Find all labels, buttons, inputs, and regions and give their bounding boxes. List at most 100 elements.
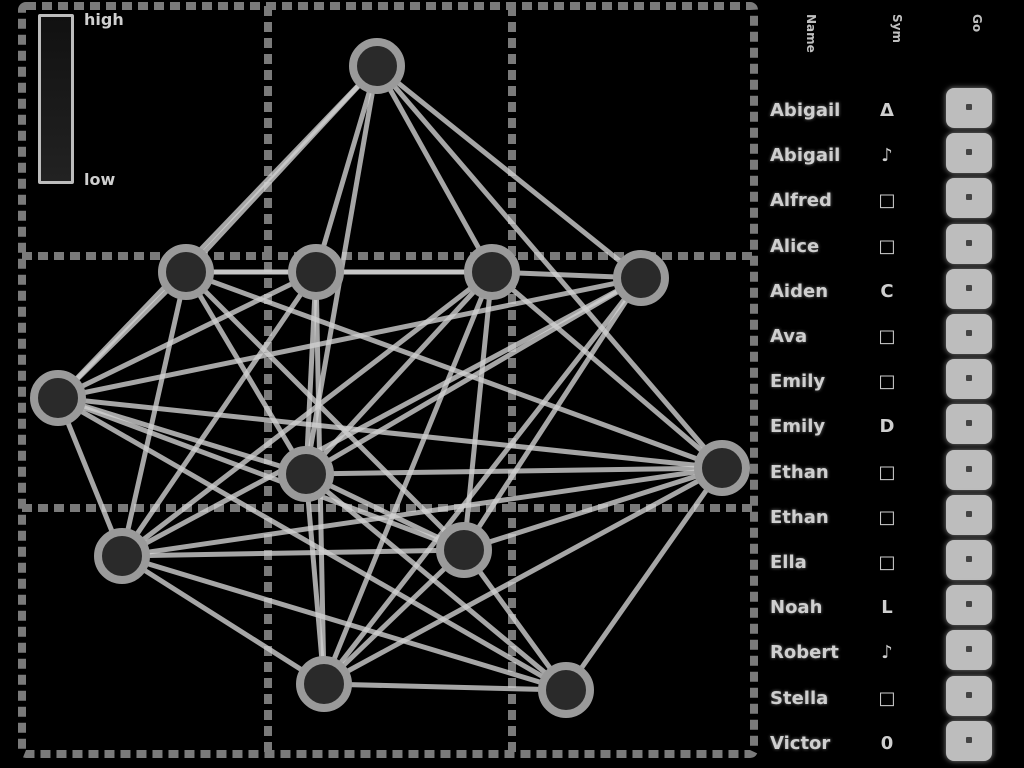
player-row[interactable]: Ava□ [762, 314, 1024, 359]
player-row[interactable]: Ethan □ [762, 494, 1024, 540]
player-symbol-icon: □ [878, 552, 896, 573]
player-symbol-icon: □ [878, 235, 896, 257]
graph-node[interactable] [538, 662, 594, 718]
player-select-button[interactable] [946, 359, 992, 400]
graph-node[interactable] [613, 250, 669, 306]
button-dot-icon [966, 194, 972, 201]
graph-node[interactable] [288, 244, 344, 300]
graph-edge [56, 269, 318, 401]
graph-canvas[interactable] [0, 0, 770, 768]
button-dot-icon [966, 375, 972, 382]
button-dot-icon [966, 646, 972, 653]
graph-node[interactable] [30, 370, 86, 426]
player-symbol-icon: D [879, 416, 895, 438]
graph-node[interactable] [158, 244, 214, 300]
player-select-button[interactable] [946, 630, 992, 671]
graph-node[interactable] [436, 522, 492, 578]
player-symbol-icon: ♪ [881, 145, 893, 167]
action-column-header: Go [970, 14, 984, 33]
player-name: Ava [770, 326, 808, 347]
player-name: Alice [770, 235, 820, 257]
button-dot-icon [966, 149, 972, 156]
graph-node[interactable] [278, 446, 334, 502]
player-row[interactable]: Robert ♪ [762, 630, 1024, 675]
player-row[interactable]: Ethan□ [762, 449, 1024, 495]
player-symbol-icon: Δ [880, 100, 894, 121]
player-symbol-icon: □ [878, 190, 896, 212]
graph-edge [321, 271, 495, 685]
player-row[interactable]: Stella□ [762, 675, 1024, 721]
player-name: Alfred [770, 190, 832, 212]
player-select-button[interactable] [946, 223, 992, 264]
player-name: Robert [770, 642, 839, 664]
player-name: Ethan [770, 506, 829, 528]
player-row[interactable]: Ella□ [762, 540, 1024, 585]
button-dot-icon [966, 420, 972, 427]
graph-edge [57, 395, 465, 553]
graph-edge [57, 275, 642, 401]
player-select-button[interactable] [946, 404, 992, 445]
graph-edge [461, 276, 644, 552]
player-row[interactable]: Abigail Δ [762, 88, 1024, 133]
player-name: Emily [770, 416, 826, 438]
graph-edge [305, 465, 723, 477]
game-board[interactable]: high low [0, 0, 770, 768]
name-column-header: Name [804, 14, 818, 53]
symbol-column-header: Sym [890, 14, 904, 43]
player-select-button[interactable] [946, 494, 992, 535]
legend-high-label: high [84, 10, 124, 29]
graph-edge [304, 471, 466, 553]
graph-edge [375, 64, 724, 470]
button-dot-icon [966, 239, 972, 246]
player-select-button[interactable] [946, 133, 992, 174]
player-symbol-icon: ♪ [881, 642, 893, 664]
graph-edge [313, 65, 380, 273]
graph-nodes[interactable] [30, 38, 750, 718]
graph-edge [57, 395, 307, 477]
player-name: Abigail [770, 100, 841, 121]
player-select-button[interactable] [946, 88, 992, 128]
player-symbol-icon: L [881, 597, 893, 619]
player-row[interactable]: Emily D [762, 404, 1024, 449]
button-dot-icon [966, 284, 972, 291]
graph-node[interactable] [296, 656, 352, 712]
player-symbol-icon: □ [878, 506, 896, 528]
player-name: Abigail [770, 145, 841, 167]
graph-node[interactable] [694, 440, 750, 496]
player-symbol-icon: 0 [880, 732, 894, 754]
player-symbol-icon: C [880, 280, 894, 302]
legend-low-label: low [84, 170, 116, 189]
graph-edge [323, 681, 567, 693]
graph-node[interactable] [349, 38, 405, 94]
graph-edge [490, 270, 724, 470]
player-select-button[interactable] [946, 314, 992, 354]
graph-edge [461, 548, 569, 692]
graph-edge [463, 465, 723, 553]
graph-edges [55, 64, 725, 693]
graph-edge [304, 472, 568, 692]
player-name: Stella [770, 687, 829, 709]
player-select-button[interactable] [946, 178, 992, 219]
player-select-button[interactable] [946, 268, 992, 309]
button-dot-icon [966, 736, 972, 743]
player-row[interactable]: Emily□ [762, 359, 1024, 404]
player-select-button[interactable] [946, 540, 992, 580]
button-dot-icon [966, 465, 972, 472]
player-select-button[interactable] [946, 585, 992, 626]
graph-edge [120, 553, 326, 687]
graph-node[interactable] [94, 528, 150, 584]
player-select-button[interactable] [946, 675, 992, 716]
player-row[interactable]: Abigail ♪ [762, 133, 1024, 178]
graph-edge [322, 276, 643, 686]
player-symbol-icon: □ [878, 461, 896, 483]
player-select-button[interactable] [946, 449, 992, 490]
graph-edge [56, 270, 188, 400]
player-symbol-icon: □ [878, 371, 896, 393]
player-row[interactable]: Alice □ [762, 223, 1024, 269]
player-row[interactable]: Alfred □ [762, 178, 1024, 223]
player-select-button[interactable] [946, 720, 992, 761]
graph-node[interactable] [464, 244, 520, 300]
